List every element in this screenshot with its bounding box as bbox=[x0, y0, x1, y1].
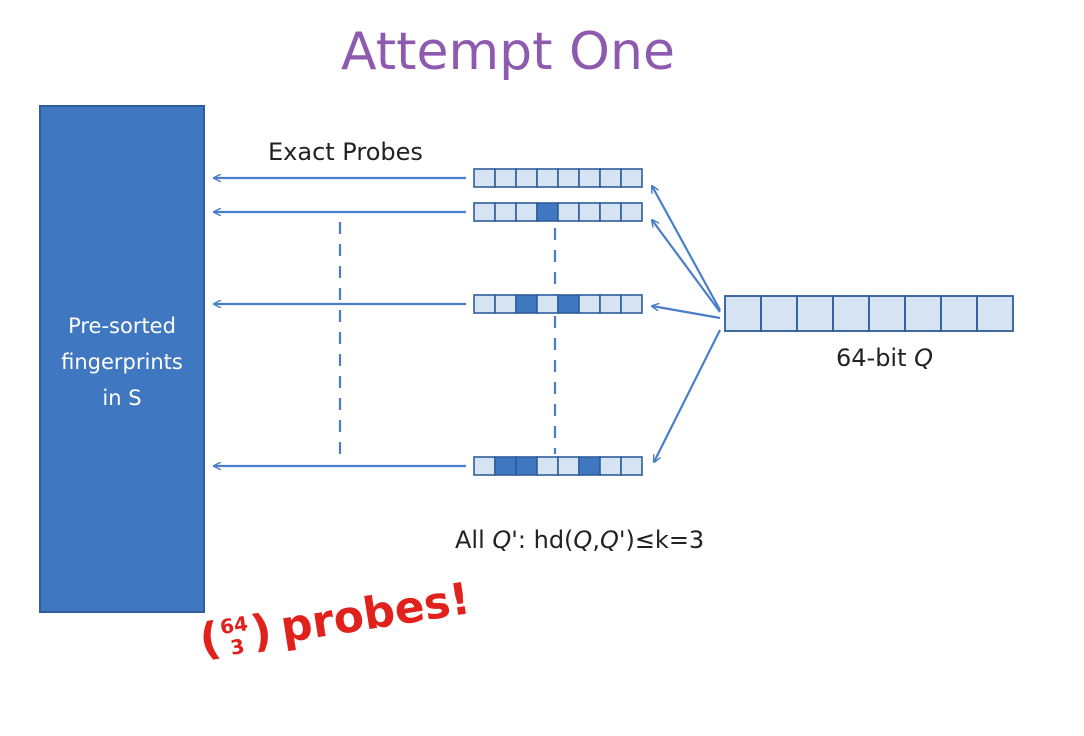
bit-cell bbox=[473, 456, 496, 476]
query-bit-cell bbox=[868, 295, 906, 332]
query-bit-cell bbox=[796, 295, 834, 332]
bit-cell bbox=[620, 202, 643, 222]
query-label-prefix: 64-bit bbox=[836, 344, 915, 372]
variants-comma: , bbox=[592, 526, 600, 554]
query-bit-cell bbox=[760, 295, 798, 332]
store-label-line-2: fingerprints bbox=[61, 350, 183, 374]
bit-cell bbox=[557, 202, 580, 222]
bit-cell bbox=[578, 294, 601, 314]
bit-cell bbox=[536, 168, 559, 188]
query-bit-cell bbox=[832, 295, 870, 332]
bit-cell bbox=[494, 202, 517, 222]
probe-row-2 bbox=[473, 202, 643, 222]
variants-q: Q bbox=[573, 526, 593, 554]
flipped-bit-cell bbox=[578, 456, 601, 476]
query-bit-cell bbox=[904, 295, 942, 332]
fan-arrow-3 bbox=[652, 306, 721, 320]
bit-cell bbox=[620, 168, 643, 188]
slide-title: Attempt One bbox=[341, 22, 675, 82]
bit-cell bbox=[599, 456, 622, 476]
flipped-bit-cell bbox=[494, 456, 517, 476]
store-label-line-1: Pre-sorted bbox=[68, 314, 176, 338]
bit-cell bbox=[473, 202, 496, 222]
fan-arrow-4 bbox=[654, 329, 721, 462]
fingerprint-store-block bbox=[39, 105, 205, 613]
flipped-bit-cell bbox=[515, 456, 538, 476]
variants-mid: : hd( bbox=[517, 526, 574, 554]
bit-cell bbox=[494, 168, 517, 188]
bit-cell bbox=[473, 168, 496, 188]
query-bit-cell bbox=[940, 295, 978, 332]
binomial-stack: 64 3 bbox=[218, 611, 252, 660]
variants-prefix: All bbox=[455, 526, 493, 554]
bit-cell bbox=[578, 168, 601, 188]
bit-cell bbox=[557, 168, 580, 188]
flipped-bit-cell bbox=[557, 294, 580, 314]
fingerprint-store-label: Pre-sorted fingerprints in S bbox=[40, 308, 204, 416]
query-bit-cell bbox=[724, 295, 762, 332]
bit-cell bbox=[599, 202, 622, 222]
bit-cell bbox=[536, 456, 559, 476]
bit-cell bbox=[620, 456, 643, 476]
bit-cell bbox=[620, 294, 643, 314]
fan-arrow-2 bbox=[652, 220, 721, 313]
bit-cell bbox=[473, 294, 496, 314]
flipped-bit-cell bbox=[515, 294, 538, 314]
bit-cell bbox=[599, 168, 622, 188]
query-label-var: Q bbox=[914, 344, 934, 372]
bit-cell bbox=[515, 168, 538, 188]
binomial-close-paren: ) bbox=[247, 604, 276, 659]
exact-probes-label: Exact Probes bbox=[268, 138, 423, 166]
variants-suffix: )≤k=3 bbox=[625, 526, 705, 554]
binomial-bottom: 3 bbox=[228, 633, 247, 660]
bit-cell bbox=[515, 202, 538, 222]
probe-row-3 bbox=[473, 294, 643, 314]
bit-cell bbox=[557, 456, 580, 476]
store-label-line-3: in S bbox=[102, 386, 142, 410]
binomial-coefficient: ( 64 3 ) bbox=[196, 604, 276, 667]
query-label: 64-bit Q bbox=[836, 344, 933, 372]
bit-cell bbox=[494, 294, 517, 314]
probe-row-1 bbox=[473, 168, 643, 188]
variants-label: All Q': hd(Q,Q')≤k=3 bbox=[455, 526, 704, 554]
flipped-bit-cell bbox=[536, 202, 559, 222]
variants-qprime-1: Q' bbox=[492, 526, 518, 554]
bit-cell bbox=[578, 202, 601, 222]
fan-arrow-1 bbox=[652, 186, 721, 311]
query-bit-cell bbox=[976, 295, 1014, 332]
variants-qprime-2: Q' bbox=[599, 526, 626, 554]
bit-cell bbox=[536, 294, 559, 314]
bit-cell bbox=[599, 294, 622, 314]
query-bit-bar bbox=[724, 295, 1014, 332]
probe-row-4 bbox=[473, 456, 643, 476]
